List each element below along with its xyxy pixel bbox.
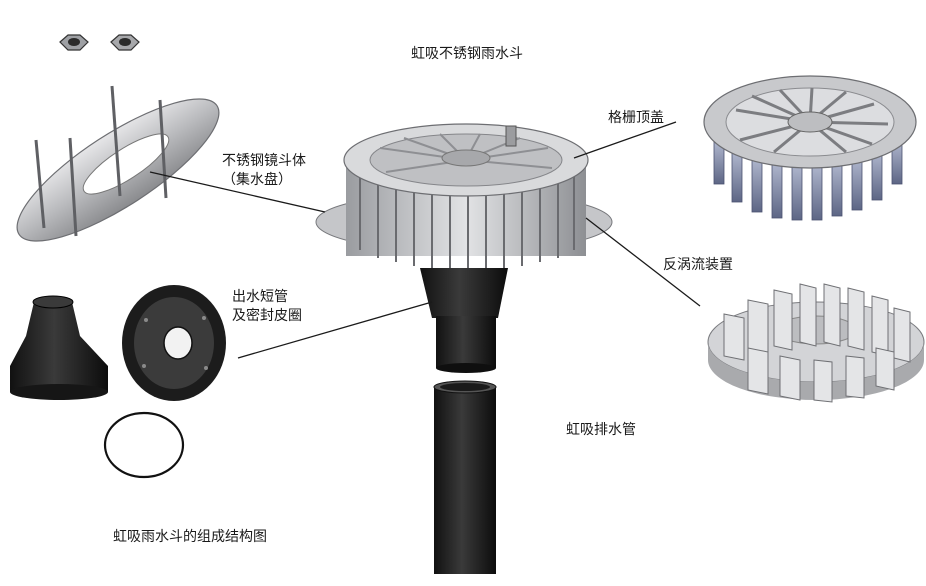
diagram-caption: 虹吸雨水斗的组成结构图 bbox=[113, 529, 267, 545]
outlet-flange-disk bbox=[122, 285, 226, 401]
hex-nut-left bbox=[59, 34, 89, 51]
label-outlet-line2: 及密封皮圈 bbox=[232, 308, 302, 324]
label-bowl-line1: 不锈钢镜斗体 bbox=[222, 153, 306, 169]
leader-anti-vortex bbox=[585, 217, 701, 307]
leader-bowl bbox=[149, 171, 326, 213]
label-outlet-line1: 出水短管 bbox=[232, 289, 288, 305]
siphon-drain-pipe bbox=[433, 380, 497, 574]
anti-vortex-device bbox=[707, 283, 925, 403]
assembled-siphon-drain bbox=[315, 123, 613, 373]
grille-top-cover bbox=[703, 75, 917, 221]
leader-lines bbox=[149, 121, 701, 359]
label-anti-vortex: 反涡流装置 bbox=[663, 257, 733, 273]
label-bowl: 不锈钢镜斗体 （集水盘） bbox=[222, 152, 306, 190]
seal-ring bbox=[103, 411, 185, 479]
leader-grille bbox=[573, 121, 677, 159]
label-grille-top: 格栅顶盖 bbox=[608, 110, 664, 126]
label-drain-pipe: 虹吸排水管 bbox=[566, 422, 636, 438]
stainless-bowl-plate bbox=[16, 85, 220, 242]
hex-nut-right bbox=[110, 34, 140, 51]
diagram-title: 虹吸不锈钢雨水斗 bbox=[411, 46, 523, 62]
leader-outlet bbox=[237, 301, 433, 359]
outlet-short-pipe bbox=[10, 295, 108, 400]
label-outlet: 出水短管 及密封皮圈 bbox=[232, 288, 302, 326]
label-bowl-line2: （集水盘） bbox=[222, 172, 292, 188]
